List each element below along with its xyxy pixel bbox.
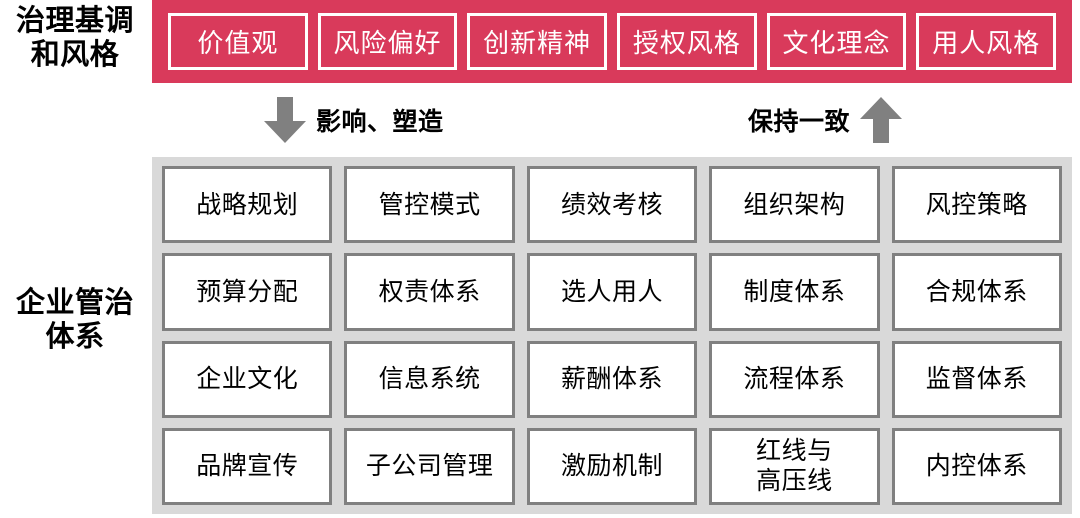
influence-arrow-label: 影响、塑造 [316, 108, 444, 136]
influence-arrow-group: 影响、塑造 [264, 97, 444, 143]
grid-cell-org-structure[interactable]: 组织架构 [709, 166, 880, 244]
grid-cell-incentive-mechanism[interactable]: 激励机制 [526, 427, 698, 505]
grid-cell-authority-system[interactable]: 权责体系 [344, 253, 515, 331]
governance-system-label: 企业管治 体系 [15, 287, 134, 354]
grid-cell-brand-promotion[interactable]: 品牌宣传 [162, 427, 333, 505]
banner-chip-values[interactable]: 价值观 [168, 13, 308, 70]
governance-tone-label: 治理基调 和风格 [15, 5, 134, 72]
grid-cell-policy-system[interactable]: 制度体系 [709, 253, 880, 331]
grid-cell-compliance-system[interactable]: 合规体系 [891, 253, 1062, 331]
grid-cell-information-system[interactable]: 信息系统 [344, 340, 515, 418]
grid-cell-budget-allocation[interactable]: 预算分配 [162, 253, 333, 331]
grid-cell-process-system[interactable]: 流程体系 [709, 340, 880, 418]
grid-cell-corporate-culture[interactable]: 企业文化 [162, 340, 333, 418]
governance-system-grid: 战略规划 管控模式 绩效考核 组织架构 风控策略 预算分配 权责体系 选人用人 … [152, 157, 1072, 514]
grid-cell-red-lines[interactable]: 红线与 高压线 [709, 427, 880, 505]
grid-cell-control-model[interactable]: 管控模式 [344, 166, 515, 244]
arrow-up-icon [860, 97, 903, 143]
grid-cell-subsidiary-mgmt[interactable]: 子公司管理 [344, 427, 515, 505]
banner-chip-culture[interactable]: 文化理念 [766, 13, 907, 70]
governance-tone-banner: 价值观 风险偏好 创新精神 授权风格 文化理念 用人风格 [152, 0, 1072, 83]
grid-cell-risk-strategy[interactable]: 风控策略 [891, 166, 1062, 244]
banner-chip-talent[interactable]: 用人风格 [916, 13, 1057, 70]
banner-chip-risk-appetite[interactable]: 风险偏好 [317, 13, 458, 70]
grid-cell-supervision-system[interactable]: 监督体系 [891, 340, 1062, 418]
arrow-band: 影响、塑造 保持一致 [152, 83, 1072, 155]
consistency-arrow-label: 保持一致 [748, 108, 851, 136]
arrow-down-icon [264, 97, 306, 143]
banner-chip-delegation[interactable]: 授权风格 [617, 13, 757, 70]
grid-cell-strategy-planning[interactable]: 战略规划 [162, 166, 333, 244]
grid-cell-internal-control[interactable]: 内控体系 [891, 427, 1062, 505]
grid-cell-compensation-system[interactable]: 薪酬体系 [526, 340, 698, 418]
grid-cell-performance-review[interactable]: 绩效考核 [526, 166, 698, 244]
grid-cell-talent-selection[interactable]: 选人用人 [526, 253, 698, 331]
banner-chip-innovation[interactable]: 创新精神 [467, 13, 608, 70]
consistency-arrow-group: 保持一致 [748, 97, 903, 143]
